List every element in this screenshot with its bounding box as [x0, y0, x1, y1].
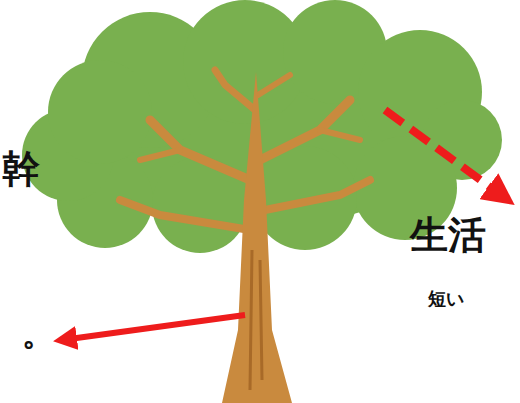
bark-lines — [250, 250, 262, 390]
life-label: 生活 — [410, 216, 486, 254]
dashed-arrow — [385, 110, 505, 198]
short-label: 短い — [428, 290, 464, 308]
solid-arrow — [62, 315, 245, 340]
trunk-label: 幹 — [2, 150, 40, 188]
trunk — [222, 72, 292, 403]
period-label: 。 — [22, 318, 54, 350]
